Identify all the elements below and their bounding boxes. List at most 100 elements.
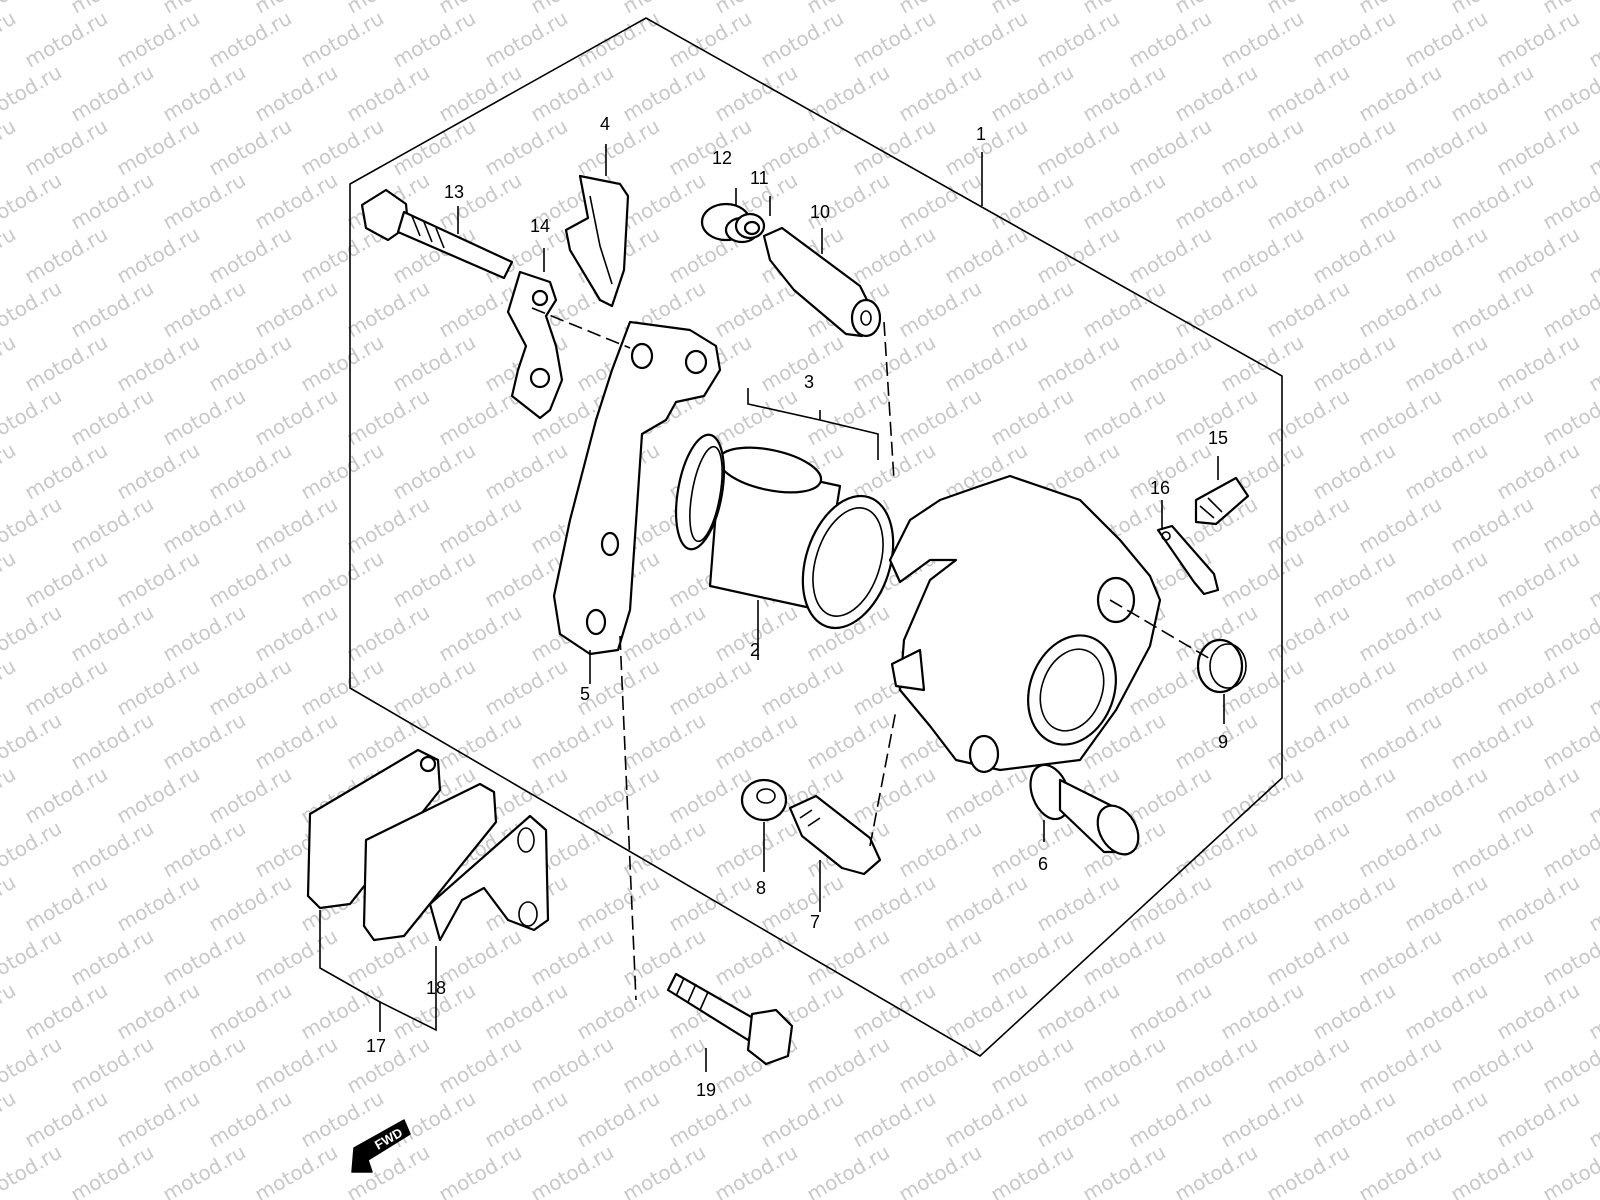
watermark-text: motod.ru <box>940 330 1031 397</box>
watermark-text: motod.ru <box>388 114 479 181</box>
callout-2: 2 <box>750 640 760 660</box>
watermark-text: motod.ru <box>1584 222 1600 289</box>
watermark-text: motod.ru <box>710 1140 801 1200</box>
watermark-text: motod.ru <box>710 708 801 775</box>
callout-7: 7 <box>810 912 820 932</box>
watermark-text: motod.ru <box>20 978 111 1045</box>
watermark-text: motod.ru <box>940 6 1031 73</box>
watermark-text: motod.ru <box>204 1194 295 1200</box>
part-8-washer <box>740 778 788 822</box>
watermark-text: motod.ru <box>342 492 433 559</box>
watermark-text: motod.ru <box>986 0 1077 18</box>
watermark-text: motod.ru <box>0 1086 20 1153</box>
watermark-text: motod.ru <box>1584 438 1600 505</box>
watermark-text: motod.ru <box>434 600 525 667</box>
watermark-text: motod.ru <box>112 978 203 1045</box>
watermark-text: motod.ru <box>158 168 249 235</box>
watermark-text: motod.ru <box>848 1086 939 1153</box>
part-11-washer <box>734 212 766 240</box>
watermark-text: motod.ru <box>618 60 709 127</box>
watermark-text: motod.ru <box>296 1194 387 1200</box>
watermark-text: motod.ru <box>20 870 111 937</box>
watermark-text: motod.ru <box>986 924 1077 991</box>
watermark-text: motod.ru <box>756 1194 847 1200</box>
part-10-pin <box>762 226 882 338</box>
watermark-text: motod.ru <box>204 762 295 829</box>
watermark-text: motod.ru <box>1262 924 1353 991</box>
watermark-text: motod.ru <box>1492 438 1583 505</box>
watermark-text: motod.ru <box>1078 1140 1169 1200</box>
watermark-text: motod.ru <box>940 114 1031 181</box>
watermark-text: motod.ru <box>986 60 1077 127</box>
watermark-text: motod.ru <box>388 1086 479 1153</box>
watermark-text: motod.ru <box>756 6 847 73</box>
watermark-text: motod.ru <box>1124 222 1215 289</box>
watermark-text: motod.ru <box>1124 978 1215 1045</box>
part-9-plug <box>1196 638 1247 694</box>
watermark-text: motod.ru <box>1584 6 1600 73</box>
watermark-text: motod.ru <box>1308 114 1399 181</box>
watermark-text: motod.ru <box>0 114 20 181</box>
watermark-text: motod.ru <box>158 60 249 127</box>
watermark-text: motod.ru <box>710 924 801 991</box>
watermark-text: motod.ru <box>158 1032 249 1099</box>
watermark-text: motod.ru <box>296 438 387 505</box>
watermark-text: motod.ru <box>1400 438 1491 505</box>
watermark-text: motod.ru <box>1216 870 1307 937</box>
watermark-text: motod.ru <box>664 1194 755 1200</box>
watermark-text: motod.ru <box>710 384 801 451</box>
watermark-text: motod.ru <box>1354 1140 1445 1200</box>
watermark-text: motod.ru <box>986 1032 1077 1099</box>
watermark-text: motod.ru <box>20 1086 111 1153</box>
watermark-text: motod.ru <box>894 0 985 18</box>
watermark-text: motod.ru <box>1170 168 1261 235</box>
callout-10: 10 <box>810 202 830 222</box>
callout-11: 11 <box>750 168 769 188</box>
watermark-text: motod.ru <box>388 438 479 505</box>
watermark-text: motod.ru <box>1216 1194 1307 1200</box>
watermark-text: motod.ru <box>1124 330 1215 397</box>
callout-9: 9 <box>1218 732 1228 752</box>
watermark-text: motod.ru <box>1354 384 1445 451</box>
watermark-text: motod.ru <box>710 816 801 883</box>
callout-3: 3 <box>804 372 814 392</box>
callout-19: 19 <box>696 1080 716 1100</box>
part-4-clip <box>564 174 630 308</box>
watermark-text: motod.ru <box>434 924 525 991</box>
watermark-text: motod.ru <box>618 0 709 18</box>
watermark-text: motod.ru <box>204 978 295 1045</box>
watermark-text: motod.ru <box>1446 1140 1537 1200</box>
watermark-text: motod.ru <box>0 6 20 73</box>
watermark-text: motod.ru <box>296 330 387 397</box>
watermark-text: motod.ru <box>664 654 755 721</box>
callout-18: 18 <box>426 978 446 998</box>
watermark-text: motod.ru <box>1124 1086 1215 1153</box>
watermark-text: motod.ru <box>1308 1194 1399 1200</box>
watermark-text: motod.ru <box>0 546 20 613</box>
watermark-text: motod.ru <box>434 1032 525 1099</box>
watermark-text: motod.ru <box>1354 0 1445 18</box>
watermark-text: motod.ru <box>848 1194 939 1200</box>
watermark-text: motod.ru <box>1584 654 1600 721</box>
watermark-text: motod.ru <box>940 870 1031 937</box>
watermark-text: motod.ru <box>756 1086 847 1153</box>
watermark-text: motod.ru <box>1308 870 1399 937</box>
watermark-text: motod.ru <box>848 6 939 73</box>
watermark-text: motod.ru <box>434 0 525 18</box>
watermark-text: motod.ru <box>526 1032 617 1099</box>
watermark-text: motod.ru <box>756 330 847 397</box>
watermark-text: motod.ru <box>1354 600 1445 667</box>
watermark-text: motod.ru <box>894 1032 985 1099</box>
callout-1: 1 <box>976 124 986 144</box>
watermark-text: motod.ru <box>572 1086 663 1153</box>
watermark-text: motod.ru <box>1262 60 1353 127</box>
watermark-text: motod.ru <box>20 330 111 397</box>
watermark-text: motod.ru <box>1354 492 1445 559</box>
watermark-text: motod.ru <box>250 384 341 451</box>
watermark-text: motod.ru <box>894 276 985 343</box>
watermark-text: motod.ru <box>1492 330 1583 397</box>
watermark-text: motod.ru <box>1032 114 1123 181</box>
watermark-text: motod.ru <box>158 0 249 18</box>
watermark-text: motod.ru <box>710 276 801 343</box>
